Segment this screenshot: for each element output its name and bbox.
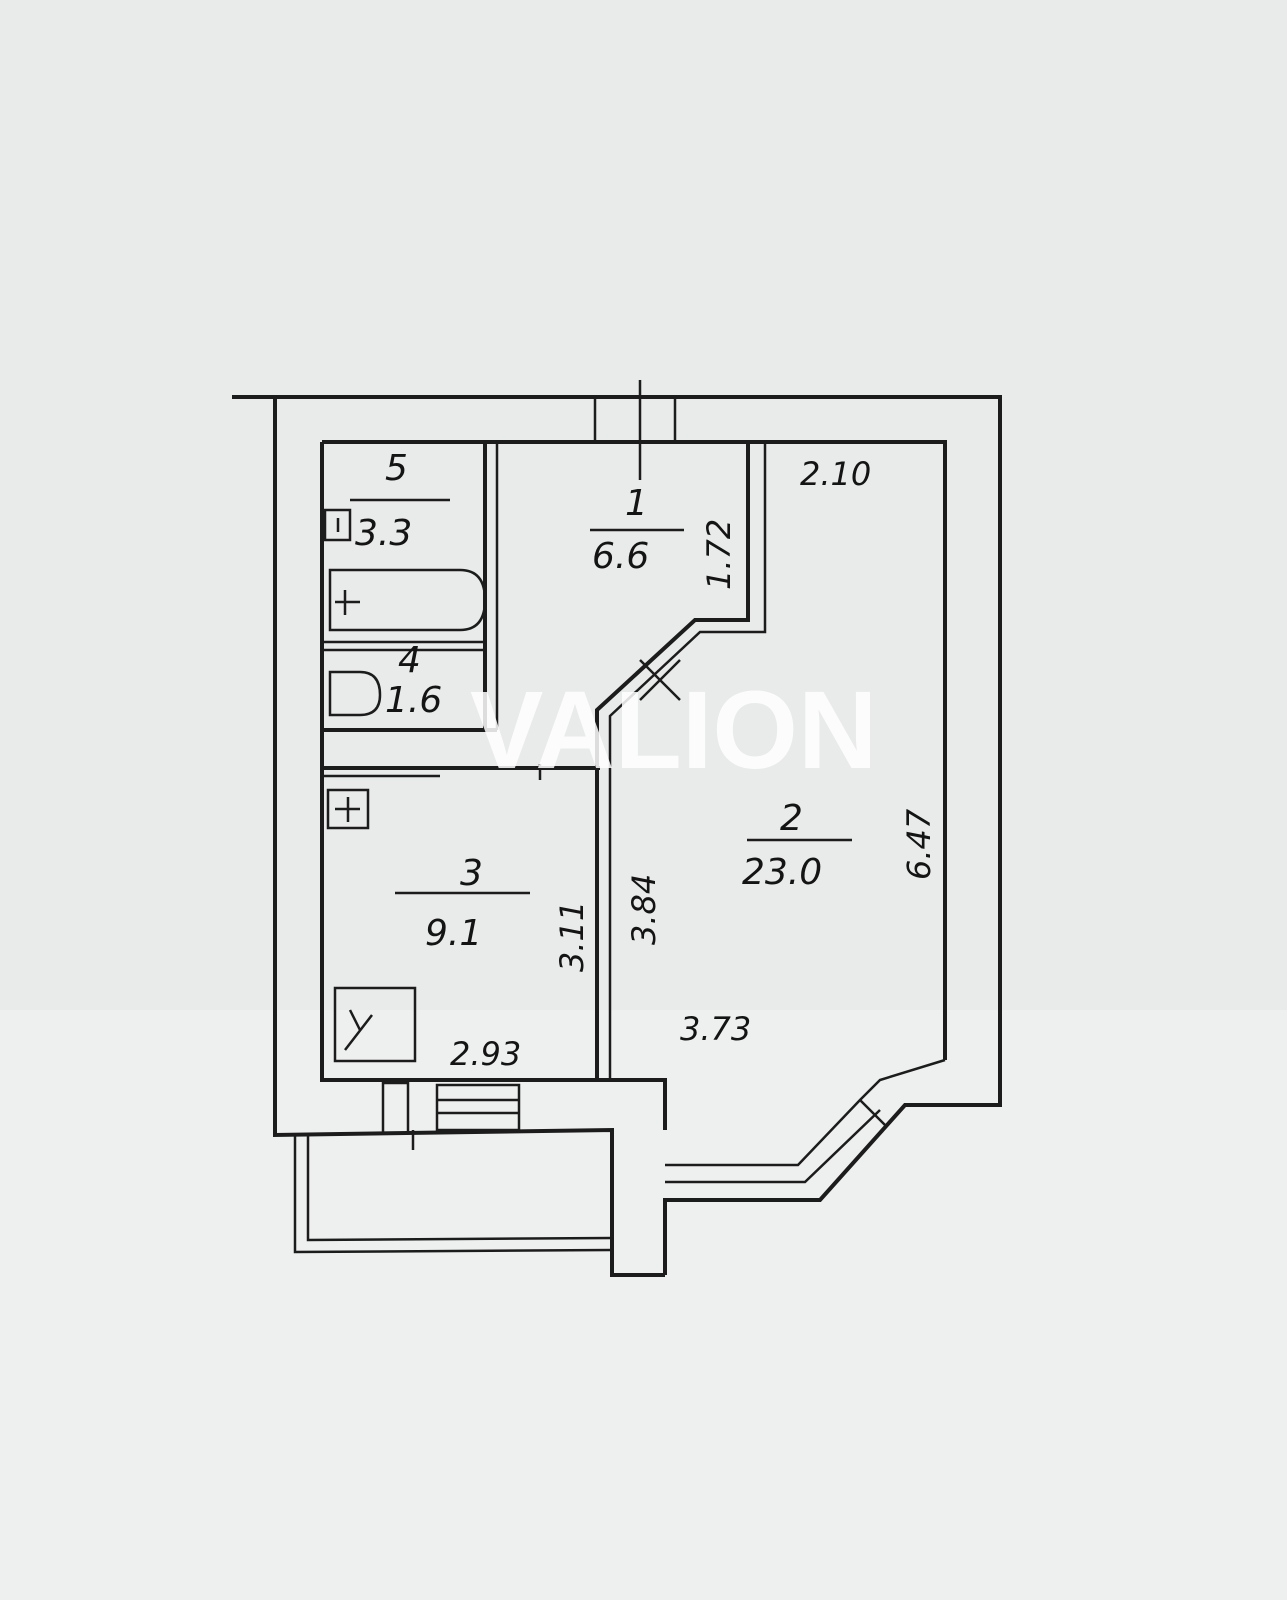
dimension-label: 3.11	[553, 901, 591, 972]
dimension-label: 6.47	[900, 808, 938, 880]
room-3-label: 3 9.1	[395, 853, 530, 954]
room-2-label: 2 23.0	[742, 798, 852, 893]
window-top	[593, 380, 677, 480]
watermark-logo: VALION	[470, 669, 877, 792]
sink-icon	[323, 508, 352, 542]
outer-walls	[232, 395, 1002, 1277]
room-area: 1.6	[385, 680, 442, 721]
room-1-label: 1 6.6	[590, 483, 684, 577]
room-5-label: 5 3.3	[350, 448, 450, 554]
dimension-label: 2.93	[450, 1035, 521, 1073]
room-number: 1	[625, 483, 648, 524]
bathtub-icon	[328, 568, 487, 632]
room-number: 5	[385, 448, 408, 489]
stove-icon	[333, 986, 417, 1063]
toilet-icon	[328, 670, 382, 717]
dimension-label: 1.72	[700, 519, 738, 590]
dimension-label: 2.10	[800, 455, 871, 493]
room-area: 6.6	[592, 536, 649, 577]
room-area: 23.0	[742, 852, 822, 893]
dimension-label: 3.73	[680, 1010, 751, 1048]
balcony	[293, 1133, 613, 1254]
room-number: 3	[460, 853, 483, 894]
room-area: 3.3	[355, 513, 412, 554]
inner-walls	[320, 440, 947, 1130]
room-area: 9.1	[425, 913, 482, 954]
room-number: 4	[398, 640, 421, 681]
window-bottom	[381, 1081, 521, 1150]
room-4-label: 4 1.6	[385, 640, 442, 721]
kitchen-sink-icon	[326, 788, 370, 830]
dimension-label: 3.84	[625, 874, 663, 945]
room-number: 2	[780, 798, 803, 839]
